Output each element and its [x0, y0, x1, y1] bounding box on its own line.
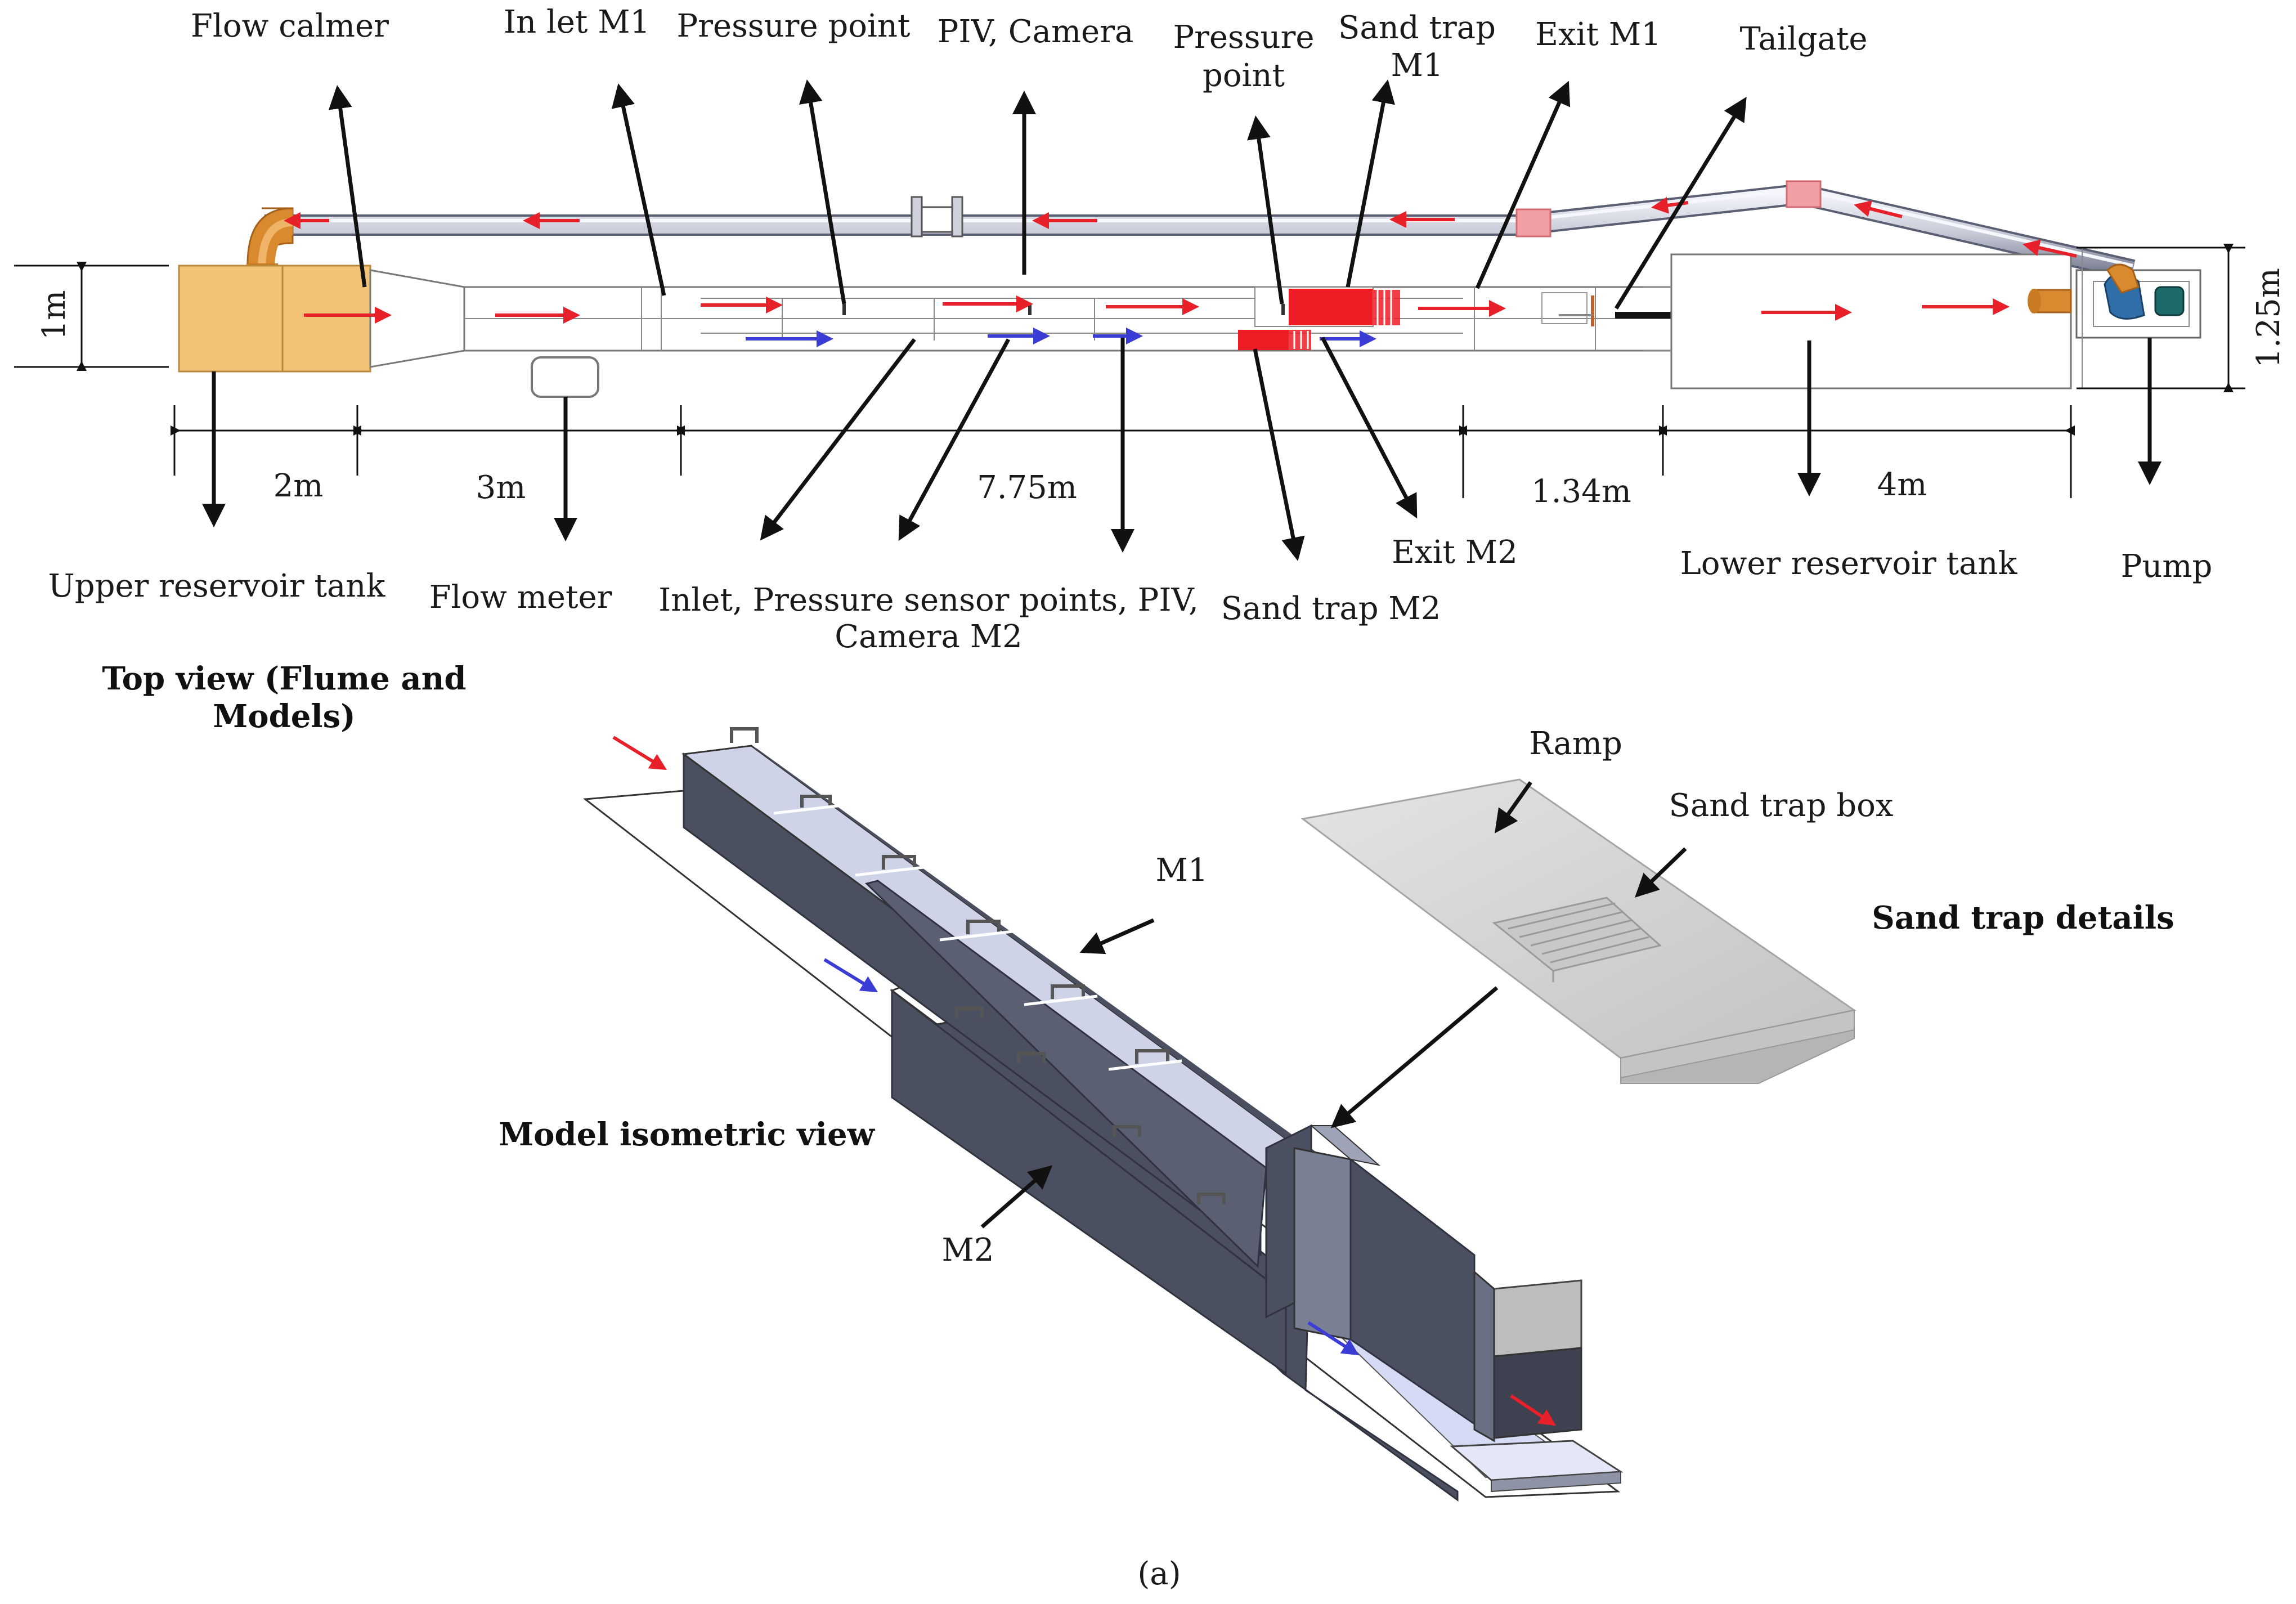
label-exit-m1: Exit M1 — [1535, 16, 1661, 53]
label-upper-reservoir: Upper reservoir tank — [48, 568, 386, 604]
iso-label-m1: M1 — [1156, 852, 1208, 889]
label-lower-reservoir: Lower reservoir tank — [1680, 545, 2018, 582]
label-sand-trap-m2: Sand trap M2 — [1221, 590, 1441, 627]
dim-label-2m: 2m — [273, 468, 324, 504]
label-tailgate: Tailgate — [1739, 21, 1867, 57]
label-sand-trap-box: Sand trap box — [1669, 787, 1894, 824]
dim-label-1-25m: 1.25m — [2250, 268, 2287, 368]
flow-arrows-blue — [746, 328, 1376, 347]
label-inlet-m1: In let M1 — [504, 4, 650, 41]
iso-handles — [730, 727, 1226, 1204]
flume-contraction — [369, 269, 465, 368]
dim-label-4m: 4m — [1877, 467, 1927, 503]
lower-reservoir-tank — [1670, 253, 2072, 389]
figure-label: (a) — [1137, 1556, 1181, 1592]
label-sand-trap-m1-line2: M1 — [1391, 47, 1443, 84]
caption-top-view-line2: Models) — [213, 698, 355, 735]
label-pressure-point: Pressure point — [677, 8, 911, 44]
label-exit-m2: Exit M2 — [1392, 534, 1518, 571]
caption-top-view: Top view (Flume and — [102, 660, 466, 697]
dim-label-7-75m: 7.75m — [977, 469, 1077, 506]
leader-arrows — [202, 79, 2162, 561]
sand-trap-m1 — [1289, 289, 1400, 325]
iso-arrow-in-red — [612, 736, 667, 770]
sand-trap-detail: Ramp Sand trap box Sand trap details — [1301, 725, 2174, 1084]
label-inlet-m2: Inlet, Pressure sensor points, PIV, — [658, 582, 1199, 619]
label-flow-meter: Flow meter — [429, 579, 612, 616]
label-sand-trap-m1: Sand trap — [1338, 10, 1496, 46]
label-flow-calmer: Flow calmer — [191, 8, 389, 44]
label-piv-camera: PIV, Camera — [938, 14, 1134, 50]
upper-reservoir-tank — [178, 265, 371, 373]
label-pressure-point-2: Pressure — [1173, 19, 1314, 56]
sand-trap-m2 — [1238, 330, 1311, 350]
iso-arrow-out-blue — [1307, 1321, 1360, 1356]
iso-arrow-in-blue — [823, 958, 878, 993]
dim-width-left — [14, 262, 169, 371]
dim-label-1m: 1m — [36, 290, 73, 340]
dim-label-1-34m: 1.34m — [1531, 473, 1631, 510]
flow-meter-icon — [531, 356, 599, 398]
label-ramp: Ramp — [1529, 725, 1622, 762]
iso-arrow-out-red — [1510, 1394, 1556, 1426]
label-inlet-m2-line2: Camera M2 — [835, 619, 1022, 655]
iso-label-m2: M2 — [942, 1232, 994, 1269]
dim-width-right — [2077, 244, 2245, 392]
label-pump: Pump — [2121, 548, 2213, 585]
dim-length-line — [171, 405, 2075, 498]
isometric-model-view: M1 M2 Model isometric view — [499, 727, 1624, 1502]
caption-sand-trap-details: Sand trap details — [1872, 899, 2174, 937]
dim-label-3m: 3m — [476, 469, 526, 506]
caption-isometric: Model isometric view — [499, 1116, 876, 1153]
pump-icon — [2028, 247, 2217, 388]
flow-arrows-red — [284, 196, 2077, 324]
label-pressure-point-2-line2: point — [1203, 57, 1285, 94]
top-view: 1m 1.25m 2m 3m 7.75m 1.34m 4m — [14, 4, 2287, 735]
